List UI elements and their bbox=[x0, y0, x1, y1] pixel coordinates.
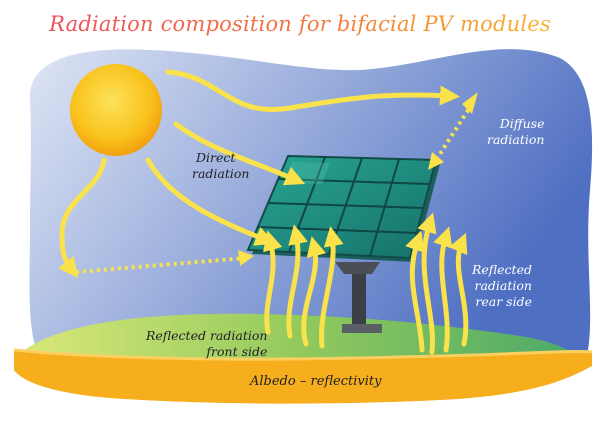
arrow-rear-4 bbox=[448, 232, 469, 347]
arrow-direct-bottom bbox=[145, 157, 276, 246]
ground-hill bbox=[22, 313, 582, 364]
arrowhead-ground bbox=[238, 250, 254, 266]
arrow-sun-down bbox=[57, 157, 107, 278]
arrow-direct-top bbox=[173, 121, 306, 186]
label-rear-line2: radiation bbox=[474, 278, 532, 293]
arrowhead-diffuse-end bbox=[428, 152, 444, 170]
label-diffuse-line2: radiation bbox=[487, 132, 545, 147]
diagram-title: Radiation composition for bifacial PV mo… bbox=[49, 12, 551, 36]
arrow-sun-to-sky bbox=[165, 69, 460, 112]
label-reflected-rear: Reflected radiation rear side bbox=[472, 262, 532, 310]
label-direct-line1: Direct bbox=[196, 150, 236, 165]
sun-icon bbox=[70, 64, 162, 156]
label-diffuse-line1: Diffuse bbox=[499, 116, 545, 131]
label-albedo: Albedo – reflectivity bbox=[250, 374, 381, 390]
arrow-rear-3 bbox=[433, 226, 453, 353]
albedo-band bbox=[14, 350, 592, 404]
arrowhead-diffuse bbox=[462, 92, 478, 114]
label-reflected-front: Reflected radiation front side bbox=[146, 328, 267, 360]
albedo-band-highlight bbox=[13, 348, 593, 361]
label-front-line1: Reflected radiation bbox=[146, 328, 268, 343]
arrow-front-3 bbox=[301, 236, 327, 347]
label-rear-line3: rear side bbox=[475, 294, 532, 309]
arrow-front-4 bbox=[318, 226, 344, 349]
arrow-front-2 bbox=[286, 224, 308, 339]
arrow-front-1 bbox=[263, 230, 283, 335]
arrow-ground-dotted bbox=[75, 256, 247, 274]
label-diffuse-radiation: Diffuse radiation bbox=[487, 116, 544, 148]
tracker-base bbox=[342, 324, 382, 333]
label-direct-line2: radiation bbox=[192, 166, 250, 181]
label-direct-radiation: Direct radiation bbox=[192, 150, 249, 182]
label-rear-line1: Reflected bbox=[472, 262, 532, 277]
arrow-rear-1 bbox=[405, 230, 425, 353]
tracker-pole bbox=[352, 268, 366, 330]
label-front-line2: front side bbox=[206, 344, 268, 359]
arrow-rear-2 bbox=[417, 212, 437, 355]
label-albedo-text: Albedo – reflectivity bbox=[250, 374, 382, 389]
tracker-mount bbox=[335, 262, 380, 274]
